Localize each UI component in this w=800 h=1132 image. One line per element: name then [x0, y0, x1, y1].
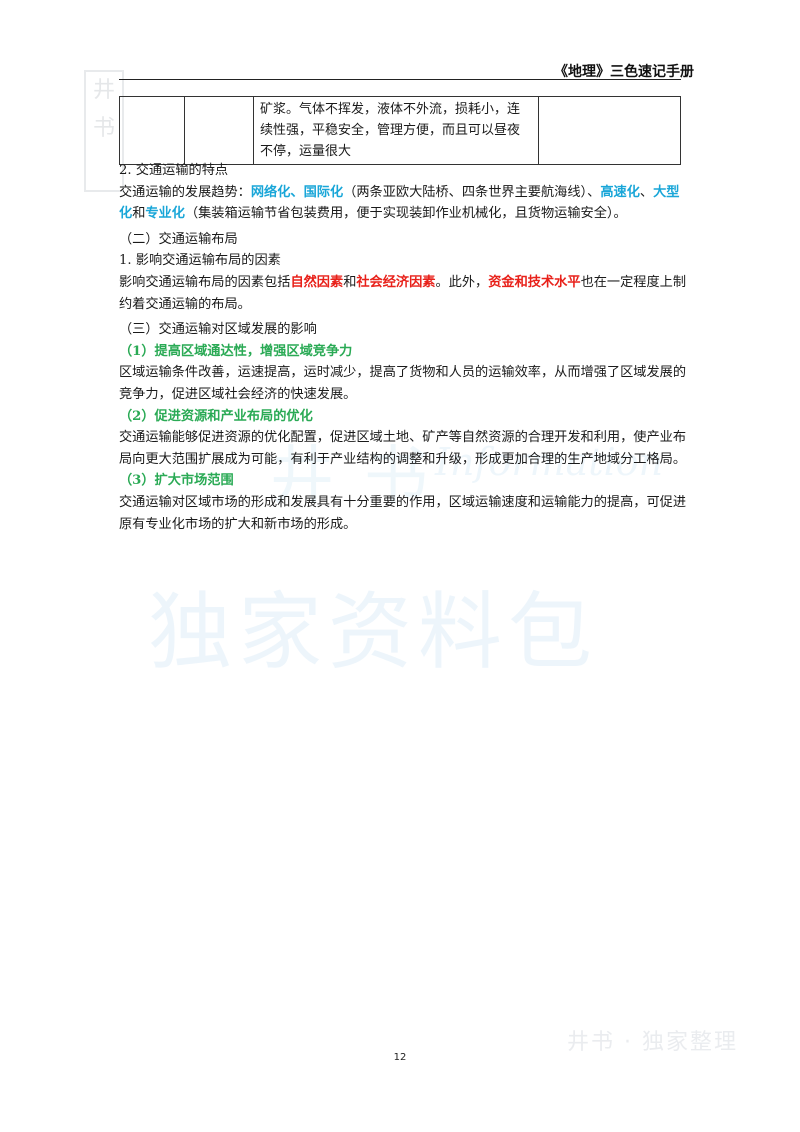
factors-paragraph: 影响交通运输布局的因素包括自然因素和社会经济因素。此外，资金和技术水平也在一定程…: [119, 272, 687, 315]
factor-capital-tech: 资金和技术水平: [488, 274, 581, 290]
seal-watermark: 井 书: [84, 70, 124, 192]
trend-paragraph: 交通运输的发展趋势：网络化、国际化（两条亚欧大陆桥、四条世界主要航海线）、高速化…: [119, 182, 687, 225]
impact-2-body: 交通运输能够促进资源的优化配置，促进区域土地、矿产等自然资源的合理开发和利用，使…: [119, 430, 687, 467]
trend-mid-2: 、: [639, 184, 654, 200]
impact-1-body: 区域运输条件改善，运速提高，运时减少，提高了货物和人员的运输效率，从而增强了区域…: [119, 365, 687, 402]
trend-lead: 交通运输的发展趋势：: [119, 184, 251, 200]
factors-tail: 也在一定程度上制约着交通运输的布局。: [119, 274, 687, 312]
header-title: 《地理》三色速记手册: [554, 64, 694, 80]
section-heading-layout: （二）交通运输布局: [119, 231, 238, 247]
seal-char-2: 书: [92, 116, 115, 141]
table-cell-empty-1: [119, 96, 185, 165]
table-row: 矿浆。气体不挥发，液体不外流，损耗小，连续性强，平稳安全，管理方便，而且可以昼夜…: [119, 96, 681, 165]
trend-large-scale: 大型化: [119, 184, 680, 222]
table-cell-empty-2: [184, 96, 254, 165]
trend-tail: （集装箱运输节省包装费用，便于实现装卸作业机械化，且货物运输安全）。: [184, 206, 627, 222]
factors-mid: 。此外，: [435, 274, 489, 290]
trend-mid-3: 和: [132, 206, 146, 222]
header-rule: [119, 79, 681, 80]
trend-high-speed: 高速化: [600, 184, 640, 200]
main-content: 2. 交通运输的特点 交通运输的发展趋势：网络化、国际化（两条亚欧大陆桥、四条世…: [119, 160, 687, 535]
page-number: 12: [393, 1052, 407, 1063]
trend-specialized: 专业化: [145, 206, 185, 222]
factors-and: 和: [343, 274, 357, 290]
table-cell-text: 矿浆。气体不挥发，液体不外流，损耗小，连续性强，平稳安全，管理方便，而且可以昼夜…: [253, 96, 539, 165]
impact-1-title: （1）提高区域通达性，增强区域竞争力: [119, 343, 353, 359]
transport-table-fragment: 矿浆。气体不挥发，液体不外流，损耗小，连续性强，平稳安全，管理方便，而且可以昼夜…: [119, 96, 681, 165]
table-cell-empty-3: [538, 96, 681, 165]
impact-3-body: 交通运输对区域市场的形成和发展具有十分重要的作用，区域运输速度和运输能力的提高，…: [119, 494, 687, 532]
factors-lead: 影响交通运输布局的因素包括: [119, 274, 291, 290]
factor-natural: 自然因素: [290, 274, 344, 290]
seal-char-1: 井: [92, 78, 115, 103]
section-heading-impact: （三）交通运输对区域发展的影响: [119, 322, 317, 338]
factor-socioeconomic: 社会经济因素: [356, 274, 436, 290]
impact-3-title: （3）扩大市场范围: [119, 473, 234, 489]
watermark-exclusive: 独家资料包: [148, 583, 599, 681]
trend-mid-1: （两条亚欧大陆桥、四条世界主要航海线）、: [343, 184, 601, 200]
impact-2-title: （2）促进资源和产业布局的优化: [119, 408, 313, 424]
trend-network-international: 网络化、国际化: [250, 184, 344, 200]
section-heading-features: 2. 交通运输的特点: [119, 163, 229, 178]
subheading-factors: 1. 影响交通运输布局的因素: [119, 253, 281, 269]
